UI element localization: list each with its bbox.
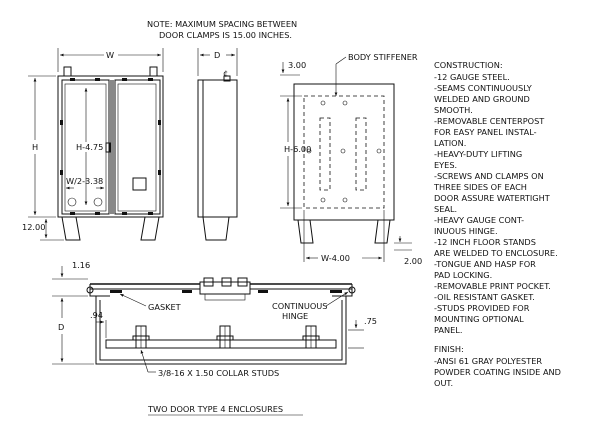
center-post-section: [199, 281, 251, 295]
drawing-title: TWO DOOR TYPE 4 ENCLOSURES: [147, 404, 303, 416]
spec-line: WELDED AND GROUND: [434, 94, 530, 104]
gasket: [330, 290, 342, 293]
section-depth-label: D: [58, 322, 64, 332]
spec-line: -OIL RESISTANT GASKET.: [434, 292, 535, 302]
lifting-eye: [63, 66, 72, 77]
gasket: [182, 290, 192, 293]
spec-line: PANEL.: [434, 325, 462, 335]
spec-line: THREE SIDES OF EACH: [433, 182, 527, 192]
finish-spec: FINISH: -ANSI 61 GRAY POLYESTER POWDER C…: [434, 344, 561, 388]
rear-bottom-label: 2.00: [404, 256, 422, 266]
rear-top-offset-label: 3.00: [288, 60, 306, 70]
spec-line: -TONGUE AND HASP FOR: [434, 259, 536, 269]
stand-height-label: 12.00: [22, 222, 45, 232]
construction-heading: CONSTRUCTION:: [434, 60, 503, 70]
spec-line: EYES.: [434, 160, 457, 170]
finish-line: OUT.: [434, 378, 453, 388]
hinge-pin: [348, 286, 356, 294]
body-stiffener-label: BODY STIFFENER: [348, 52, 418, 62]
stiffener-bar: [319, 117, 331, 191]
spec-line: LATION.: [434, 138, 466, 148]
lifting-eye: [149, 66, 158, 77]
front-half-width-label: W/2-3.38: [66, 176, 103, 186]
collar-stud: [302, 325, 320, 349]
spec-line: -STUDS PROVIDED FOR: [434, 303, 530, 313]
note: NOTE: MAXIMUM SPACING BETWEEN DOOR CLAMP…: [147, 19, 297, 40]
enclosure-side: [197, 79, 238, 218]
spec-line: SEAL.: [434, 204, 457, 214]
spec-line: MOUNTING OPTIONAL: [434, 314, 524, 324]
spec-line: -HEAVY GAUGE CONT-: [434, 215, 524, 225]
collar-stud: [132, 325, 150, 349]
spec-line: -SEAMS CONTINUOUSLY: [434, 83, 533, 93]
finish-line: -ANSI 61 GRAY POLYESTER: [434, 356, 542, 366]
gasket: [110, 290, 122, 293]
enclosure-body-front: [57, 75, 164, 218]
spec-line: PAD LOCKING.: [434, 270, 492, 280]
spec-line: -REMOVABLE CENTERPOST: [434, 116, 545, 126]
spec-line: FOR EASY PANEL INSTAL-: [434, 127, 537, 137]
section-left-offset-label: .94: [90, 310, 103, 320]
spec-line: -12 INCH FLOOR STANDS: [434, 237, 536, 247]
front-inner-height-label: H-4.75: [76, 142, 103, 152]
spec-line: -SCREWS AND CLAMPS ON: [434, 171, 544, 181]
collar-studs-label: 3/8-16 X 1.50 COLLAR STUDS: [158, 368, 279, 378]
side-depth-label: D: [214, 50, 220, 60]
spec-line: INUOUS HINGE.: [434, 226, 498, 236]
finish-line: POWDER COATING INSIDE AND: [434, 367, 561, 377]
collar-stud: [216, 325, 234, 349]
enclosure-body-rear: [293, 83, 395, 221]
note-line-2: DOOR CLAMPS IS 15.00 INCHES.: [159, 30, 292, 40]
title-text: TWO DOOR TYPE 4 ENCLOSURES: [147, 404, 283, 414]
front-view: W H-4.75: [22, 48, 164, 241]
print-pocket: [132, 177, 147, 191]
rear-inner-width-label: W-4.00: [321, 253, 350, 263]
spec-line: -12 GAUGE STEEL.: [434, 72, 510, 82]
spec-line: -HEAVY-DUTY LIFTING: [434, 149, 522, 159]
spec-line: SMOOTH.: [434, 105, 473, 115]
spec-line: -REMOVABLE PRINT POCKET.: [434, 281, 551, 291]
stiffener-bar: [355, 117, 367, 191]
section-right-offset-label: .75: [364, 316, 377, 326]
spec-line: ARE WELDED TO ENCLOSURE.: [434, 248, 558, 258]
mounting-panel-outline: [303, 95, 385, 209]
note-line-1: NOTE: MAXIMUM SPACING BETWEEN: [147, 19, 297, 29]
left-door-opening: [61, 79, 110, 215]
side-view: D ¢: [197, 48, 238, 241]
right-door: [114, 79, 161, 215]
rear-inner-height-label: H-6.00: [284, 144, 311, 154]
construction-spec: CONSTRUCTION: -12 GAUGE STEEL. -SEAMS CO…: [433, 60, 558, 335]
spec-line: DOOR ASSURE WATERTIGHT: [434, 193, 551, 203]
finish-heading: FINISH:: [434, 344, 464, 354]
hinge-label-1: CONTINUOUS: [272, 301, 327, 311]
gasket-label: GASKET: [148, 302, 182, 312]
section-view: 1.16: [52, 260, 377, 378]
side-centerline-label: ¢: [223, 68, 228, 78]
hasp: [105, 142, 111, 153]
gasket: [258, 290, 268, 293]
mounting-panel-rail: [105, 339, 337, 349]
rear-view: 3.00 BODY STIFFENER H-6.00 W-4: [280, 52, 422, 266]
front-width-label: W: [106, 50, 114, 60]
front-height-label: H: [32, 142, 38, 152]
hinge-label-2: HINGE: [282, 311, 308, 321]
section-top-offset-label: 1.16: [72, 260, 90, 270]
